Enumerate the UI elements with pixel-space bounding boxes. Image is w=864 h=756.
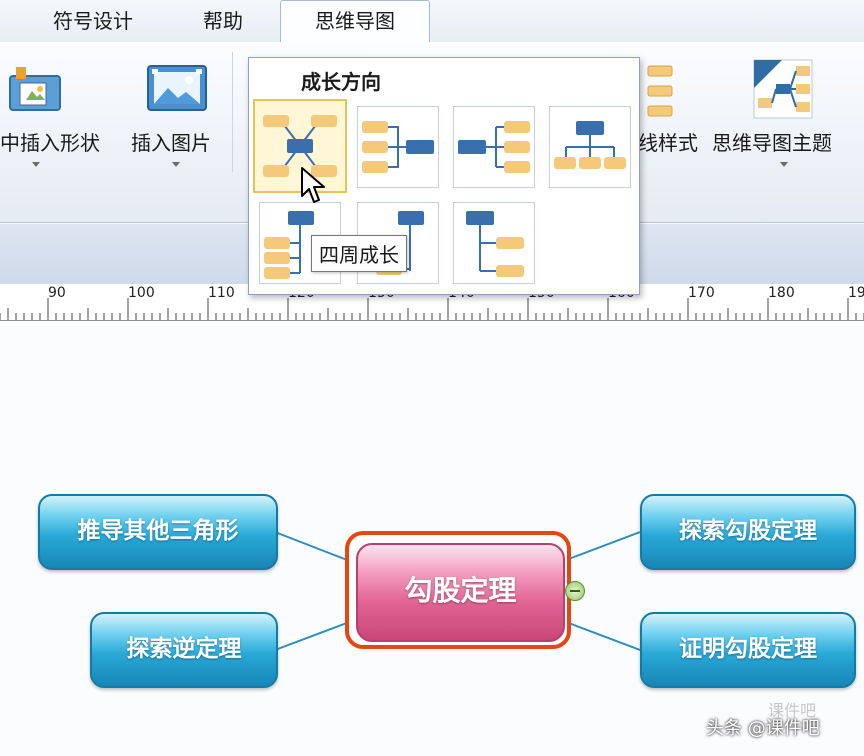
ruler-label: 90	[48, 285, 66, 301]
growth-option-down-right-2[interactable]	[453, 202, 535, 284]
insert-shape-icon	[6, 64, 66, 114]
layout-right-icon	[362, 121, 434, 173]
insert-image-icon	[146, 64, 208, 112]
dropdown-title: 成长方向	[301, 70, 381, 94]
collapse-minus-icon[interactable]	[565, 581, 585, 601]
growth-option-surround[interactable]	[253, 99, 347, 193]
ribbon-separator	[232, 52, 233, 172]
line-style-icon	[642, 62, 674, 122]
layout-surround-icon	[263, 115, 337, 177]
tab-help[interactable]: 帮助	[203, 9, 243, 33]
mouse-cursor-icon	[301, 167, 325, 203]
line-style-button[interactable]: 线样式	[638, 131, 698, 155]
ruler-label: 19	[848, 285, 864, 301]
branch-node-converse-theorem[interactable]: 探索逆定理	[90, 612, 278, 688]
tab-mind-map[interactable]: 思维导图	[280, 0, 430, 43]
mind-map-theme-caret-icon[interactable]	[780, 162, 788, 167]
mind-map-theme-button[interactable]: 思维导图主题	[712, 131, 832, 155]
tooltip-surround-growth: 四周成长	[311, 235, 407, 272]
growth-option-left-right[interactable]	[453, 106, 535, 188]
tab-symbol-design[interactable]: 符号设计	[53, 9, 133, 33]
center-node[interactable]: 勾股定理	[356, 543, 565, 642]
mind-map-theme-icon	[752, 58, 814, 120]
watermark-ghost: 课件吧	[768, 701, 817, 720]
layout-down-right-branch-icon	[466, 211, 524, 277]
insert-image-caret-icon[interactable]	[172, 162, 180, 167]
watermark: 头条 @课件吧	[706, 718, 820, 739]
branch-node-prove-theorem[interactable]: 证明勾股定理	[640, 612, 856, 688]
branch-node-explore-theorem[interactable]: 探索勾股定理	[640, 494, 856, 570]
ruler-label: 110	[208, 285, 235, 301]
growth-option-down[interactable]	[549, 106, 631, 188]
growth-option-right[interactable]	[357, 106, 439, 188]
layout-down-icon	[554, 121, 626, 169]
branch-node-derive-triangles[interactable]: 推导其他三角形	[38, 494, 278, 570]
insert-image-button[interactable]: 插入图片	[131, 131, 211, 155]
ruler-label: 180	[768, 285, 795, 301]
layout-down-left-icon	[264, 211, 314, 279]
layout-left-right-icon	[458, 121, 530, 173]
ruler-ticks	[0, 298, 864, 320]
ribbon-tab-bar: 符号设计 帮助 思维导图	[0, 0, 864, 43]
ruler-label: 100	[128, 285, 155, 301]
ruler-label: 170	[688, 285, 715, 301]
insert-shape-button[interactable]: 中插入形状	[0, 131, 100, 155]
insert-shape-caret-icon[interactable]	[32, 162, 40, 167]
